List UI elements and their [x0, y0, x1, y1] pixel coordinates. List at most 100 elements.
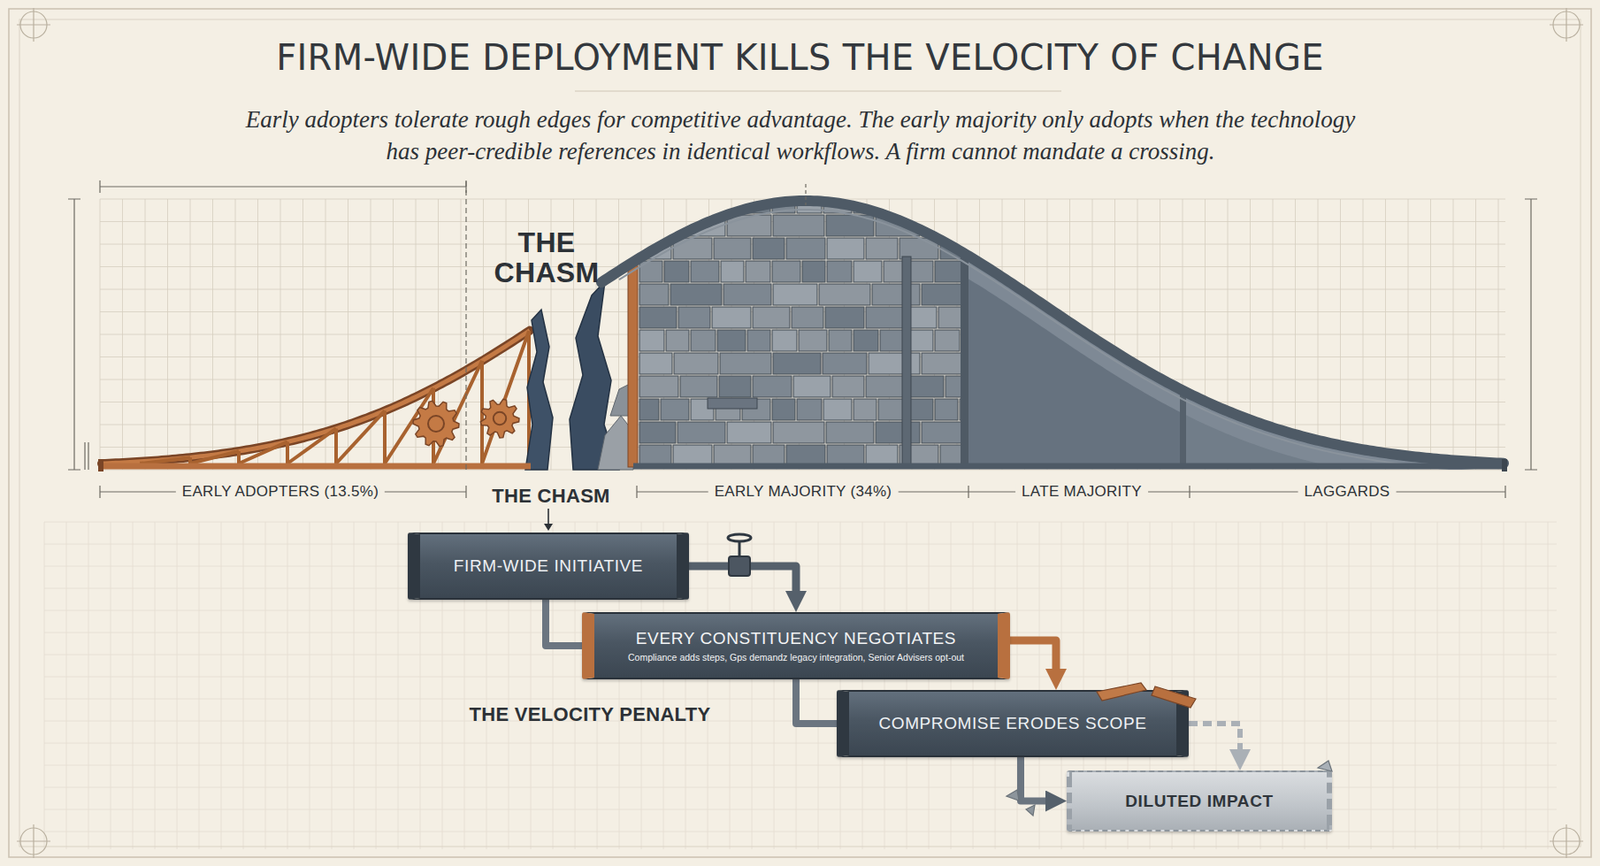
- stone-block: [938, 306, 964, 329]
- grid-line: [1459, 521, 1461, 850]
- corner-compass: [1549, 7, 1584, 42]
- stone-block: [664, 260, 689, 283]
- truss-member: [382, 410, 387, 464]
- grid-line: [44, 521, 46, 850]
- stone-block: [772, 260, 801, 283]
- stone-block: [798, 329, 827, 352]
- stone-block: [793, 375, 831, 398]
- copper-beam: [627, 262, 638, 467]
- pipe-connector: [1020, 757, 1051, 802]
- stone-block: [660, 191, 689, 214]
- stone-block: [908, 260, 934, 283]
- grid-line: [840, 521, 842, 850]
- grid-line: [66, 521, 68, 850]
- beam-cap: [98, 459, 104, 472]
- stone-block: [826, 237, 865, 260]
- node-text: EVERY CONSTITUENCY NEGOTIATES: [630, 628, 962, 649]
- grid-line: [331, 521, 333, 850]
- stone-block: [678, 306, 711, 329]
- stone-block: [823, 398, 852, 421]
- node-text: DILUTED IMPACT: [1119, 791, 1279, 812]
- valve-symbol: [727, 534, 751, 576]
- stone-block: [639, 306, 677, 329]
- grid-line: [44, 543, 1557, 545]
- valve-stem: [738, 540, 742, 557]
- dimension-line: [1524, 199, 1538, 470]
- stone-block: [673, 444, 712, 467]
- annotation-label: LAGGARDS: [1298, 483, 1397, 500]
- stone-block: [872, 283, 920, 306]
- stone-block: [825, 306, 865, 329]
- stone-block: [791, 306, 824, 329]
- gear: [413, 400, 460, 446]
- stone-block: [639, 329, 665, 352]
- grid-line: [1415, 521, 1417, 850]
- truss-member: [238, 441, 288, 464]
- grid-line: [398, 521, 399, 850]
- stone-block: [690, 260, 720, 283]
- grid-line: [906, 521, 908, 850]
- stone-block: [832, 375, 865, 398]
- stone-block: [690, 191, 714, 214]
- pipe-box: FIRM-WIDE INITIATIVE: [407, 532, 689, 600]
- stone-block: [940, 444, 964, 467]
- grid: [99, 199, 1506, 470]
- grid-line: [353, 521, 355, 850]
- grid-line: [1547, 521, 1549, 850]
- stone-block: [717, 329, 746, 352]
- truss-member: [141, 457, 191, 464]
- gear-hub: [493, 412, 506, 425]
- stone-block: [745, 260, 771, 283]
- node-text: COMPROMISE ERODES SCOPE: [872, 713, 1152, 734]
- grid-line: [818, 521, 820, 850]
- stone-block: [747, 329, 771, 352]
- stone-block: [680, 375, 718, 398]
- stone-block: [773, 421, 825, 444]
- frame-outer: [8, 8, 1592, 858]
- corner-ornaments: [16, 7, 1584, 858]
- stone-block: [638, 191, 640, 214]
- stone-block: [772, 398, 796, 421]
- pipe-connector: [796, 679, 837, 724]
- grid-line: [287, 521, 289, 850]
- truss-member: [336, 410, 385, 464]
- grid-line: [751, 521, 753, 850]
- beam-cap: [1501, 459, 1508, 472]
- stone-block: [639, 214, 676, 237]
- stone-block: [853, 398, 877, 421]
- caption-text: Early adopters tolerate rough edges for …: [238, 103, 1363, 168]
- stone-block: [711, 306, 751, 329]
- stone-block: [878, 398, 904, 421]
- debris: [1006, 789, 1019, 801]
- node-text: Compliance adds steps, Gps demandz legac…: [622, 651, 970, 664]
- stone-block: [670, 283, 722, 306]
- stone-block: [934, 191, 958, 214]
- gear: [480, 398, 520, 438]
- stone-block: [786, 237, 826, 260]
- grid-line: [99, 469, 1506, 471]
- stone-block: [921, 352, 964, 375]
- truss-member: [287, 428, 337, 464]
- stone-block: [921, 283, 964, 306]
- stone-block: [666, 329, 689, 352]
- stone-block: [910, 329, 934, 352]
- corner-compass: [16, 824, 51, 858]
- grid-line: [44, 765, 1557, 766]
- stone-block: [906, 375, 944, 398]
- stone-block: [772, 329, 797, 352]
- pointer-head: [543, 523, 553, 531]
- node-text: FIRM-WIDE INITIATIVE: [448, 556, 649, 576]
- grid-line: [110, 521, 112, 850]
- stone-block: [865, 237, 898, 260]
- pipe-box: DILUTED IMPACT: [1066, 770, 1333, 832]
- stone-block: [921, 421, 964, 444]
- stone-block: [904, 191, 934, 214]
- support-post: [1179, 390, 1187, 467]
- annotation-label: EARLY MAJORITY (34%): [708, 483, 899, 500]
- stone-block: [875, 421, 920, 444]
- truss-member: [190, 451, 239, 464]
- pipe-connector: [1010, 640, 1057, 674]
- stone-block: [723, 283, 772, 306]
- stone-block: [752, 444, 785, 467]
